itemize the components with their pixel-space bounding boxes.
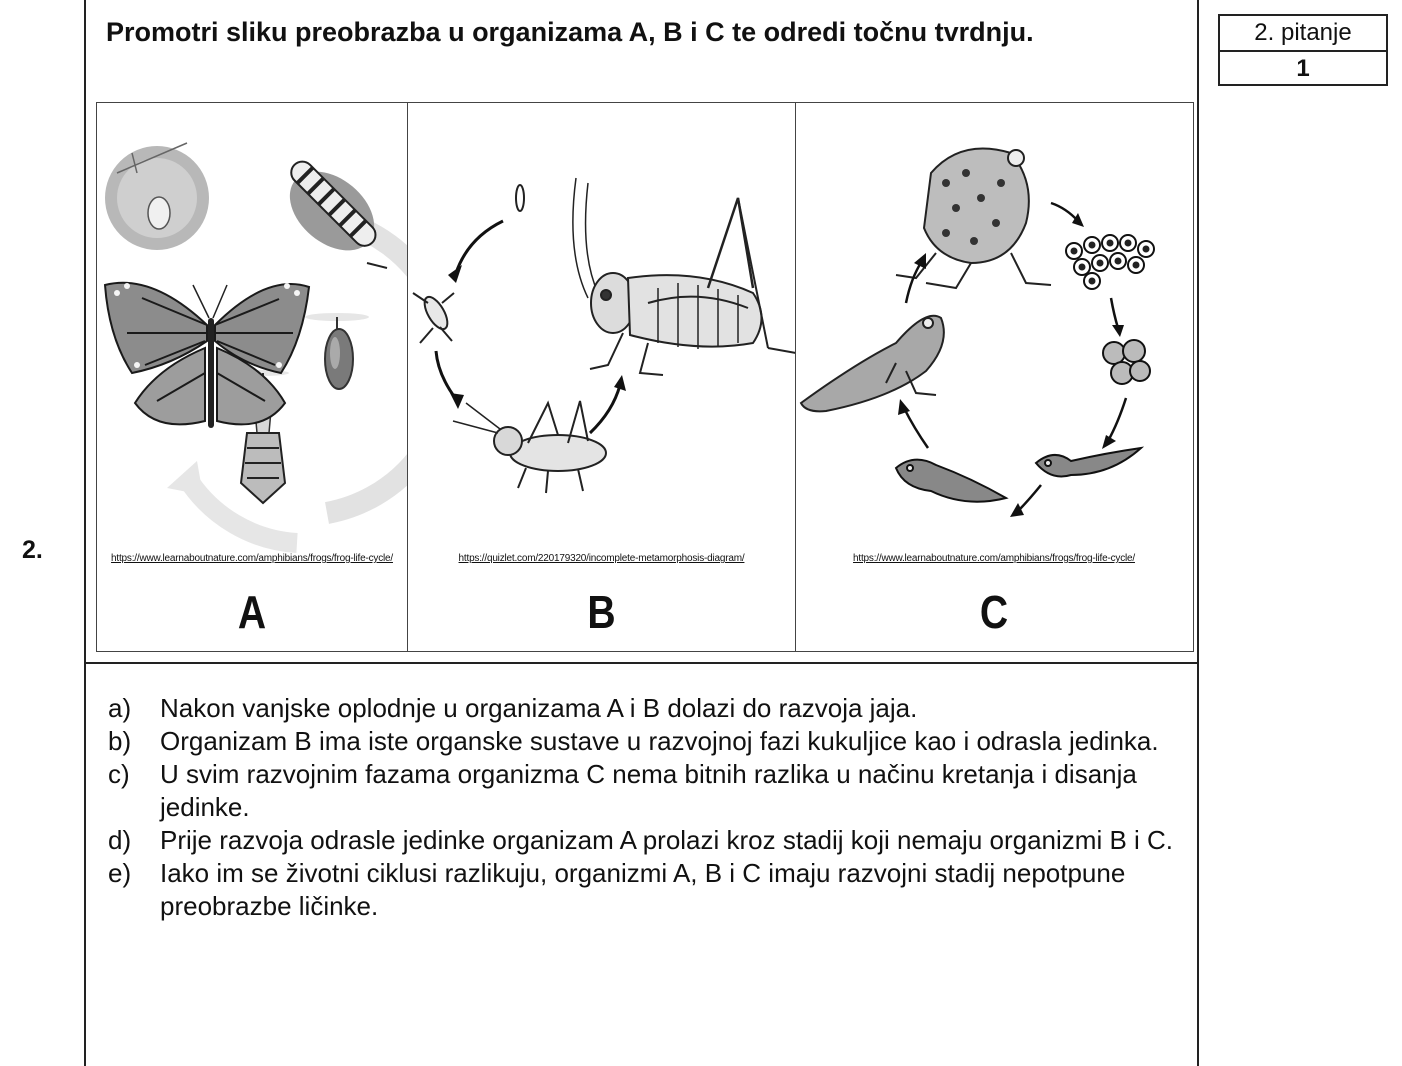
table-left-border	[84, 0, 86, 1066]
table-column-divider	[1197, 0, 1199, 1066]
score-points: 1	[1220, 52, 1386, 86]
panel-b: https://quizlet.com/220179320/incomplete…	[407, 103, 795, 651]
answer-text: Organizam B ima iste organske sustave u …	[160, 725, 1178, 758]
answer-option-e[interactable]: e) Iako im se životni ciklusi razlikuju,…	[108, 857, 1178, 923]
butterfly-life-cycle-illustration	[97, 103, 407, 653]
frog-life-cycle-illustration	[796, 103, 1193, 653]
panel-a-letter: A	[120, 585, 384, 639]
answer-marker: d)	[108, 824, 160, 857]
answer-marker: b)	[108, 725, 160, 758]
answer-marker: c)	[108, 758, 160, 824]
answer-text: Nakon vanjske oplodnje u organizama A i …	[160, 692, 1178, 725]
score-box: 2. pitanje 1	[1218, 14, 1388, 86]
panel-c-source: https://www.learnaboutnature.com/amphibi…	[796, 553, 1192, 564]
panel-a-source: https://www.learnaboutnature.com/amphibi…	[97, 553, 407, 564]
panel-b-source: https://quizlet.com/220179320/incomplete…	[408, 553, 795, 564]
answer-option-c[interactable]: c) U svim razvojnim fazama organizma C n…	[108, 758, 1178, 824]
answer-option-a[interactable]: a) Nakon vanjske oplodnje u organizama A…	[108, 692, 1178, 725]
answer-text: U svim razvojnim fazama organizma C nema…	[160, 758, 1178, 824]
panel-b-letter: B	[437, 585, 766, 639]
answer-option-d[interactable]: d) Prije razvoja odrasle jedinke organiz…	[108, 824, 1178, 857]
answer-marker: e)	[108, 857, 160, 923]
life-cycle-figure: https://www.learnaboutnature.com/amphibi…	[96, 102, 1194, 652]
answer-options: a) Nakon vanjske oplodnje u organizama A…	[108, 692, 1178, 923]
score-label: 2. pitanje	[1220, 16, 1386, 52]
answer-text: Prije razvoja odrasle jedinke organizam …	[160, 824, 1178, 857]
panel-c-letter: C	[826, 585, 1163, 639]
answer-marker: a)	[108, 692, 160, 725]
table-row-divider	[84, 662, 1199, 664]
grasshopper-life-cycle-illustration	[408, 103, 796, 653]
panel-c: https://www.learnaboutnature.com/amphibi…	[795, 103, 1192, 651]
question-number: 2.	[22, 536, 43, 565]
question-title: Promotri sliku preobrazba u organizama A…	[106, 14, 1186, 50]
answer-text: Iako im se životni ciklusi razlikuju, or…	[160, 857, 1178, 923]
panel-a: https://www.learnaboutnature.com/amphibi…	[97, 103, 407, 651]
answer-option-b[interactable]: b) Organizam B ima iste organske sustave…	[108, 725, 1178, 758]
